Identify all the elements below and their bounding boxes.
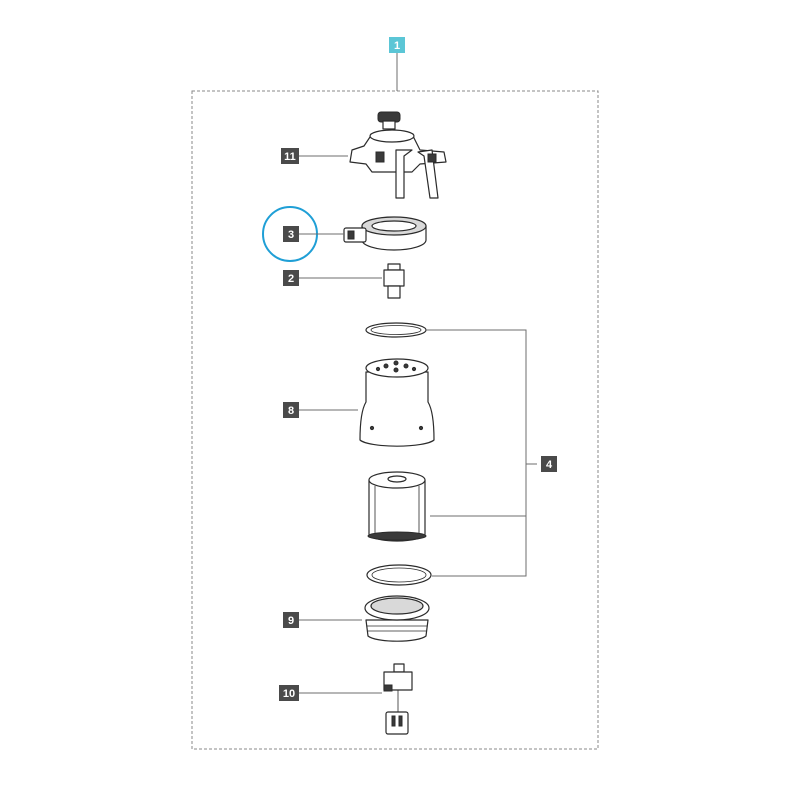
svg-text:9: 9: [288, 615, 294, 627]
svg-text:4: 4: [546, 459, 553, 471]
filter-head-part[interactable]: [349, 111, 447, 199]
fitting-part[interactable]: [383, 263, 405, 299]
water-sensor-part[interactable]: [383, 663, 413, 735]
o-ring-bottom[interactable]: [366, 564, 432, 586]
svg-text:1: 1: [394, 40, 400, 52]
filter-bowl-part[interactable]: [359, 358, 435, 447]
callout-8[interactable]: 8: [283, 402, 299, 418]
callout-9[interactable]: 9: [283, 612, 299, 628]
svg-text:3: 3: [288, 229, 294, 241]
callout-10[interactable]: 10: [279, 685, 299, 701]
svg-text:8: 8: [288, 405, 294, 417]
assembly-frame: [191, 90, 599, 750]
callout-11[interactable]: 11: [281, 148, 299, 164]
svg-text:2: 2: [288, 273, 294, 285]
callout-2[interactable]: 2: [283, 270, 299, 286]
filter-cartridge[interactable]: [367, 471, 427, 542]
sensor-ring-part[interactable]: [343, 216, 427, 251]
callout-3[interactable]: 3: [283, 226, 299, 242]
svg-text:10: 10: [283, 688, 295, 700]
callout-1[interactable]: 1: [389, 37, 405, 53]
drain-cap-part[interactable]: [364, 595, 430, 642]
callout-4[interactable]: 4: [541, 456, 557, 472]
o-ring-top[interactable]: [365, 322, 427, 338]
svg-text:11: 11: [284, 151, 296, 163]
leader-4-bracket: [426, 329, 537, 577]
